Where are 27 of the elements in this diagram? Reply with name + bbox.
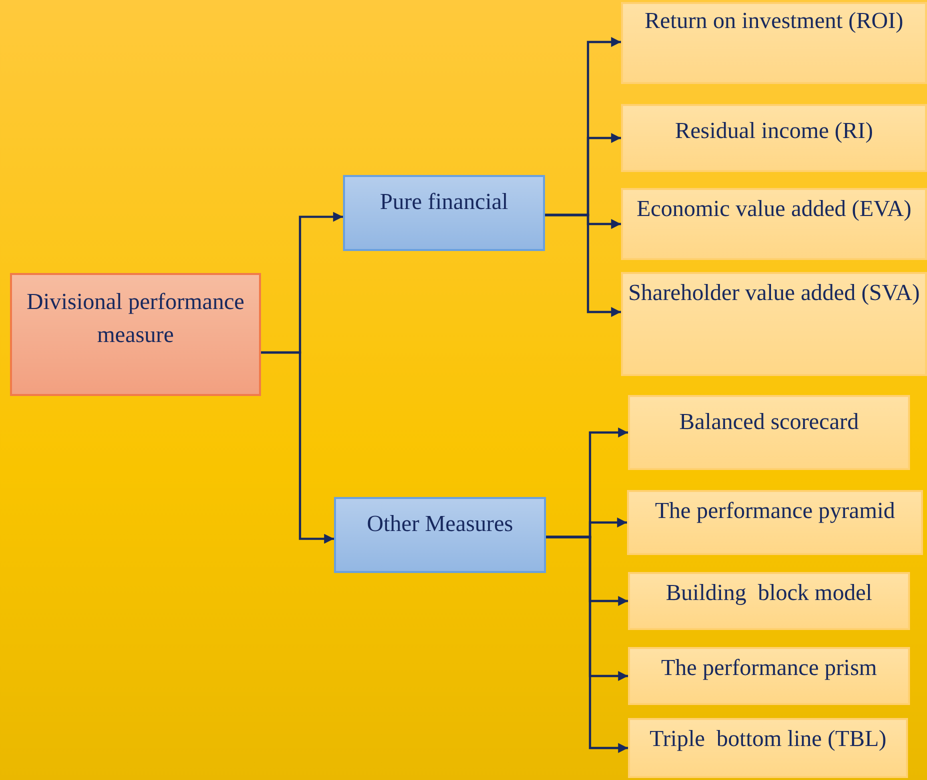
node-label: Balanced scorecard xyxy=(678,408,860,436)
node-label: Other Measures xyxy=(366,510,514,538)
node-label: Shareholder value added (SVA) xyxy=(627,279,921,307)
arrow xyxy=(261,351,334,544)
node-label: Economic value added (EVA) xyxy=(636,195,912,223)
measure-box xyxy=(628,572,910,630)
category-box xyxy=(334,497,546,573)
arrow xyxy=(546,536,628,753)
node-label: The performance prism xyxy=(660,654,878,682)
node-label: The performance pyramid xyxy=(654,497,896,525)
node-label: Return on investment (ROI) xyxy=(644,7,904,35)
measure-box xyxy=(621,188,927,260)
measure-box xyxy=(628,647,910,705)
node-label: Building block model xyxy=(664,579,874,607)
measure-box xyxy=(627,490,923,555)
measure-box xyxy=(621,2,927,84)
node-label: Triple bottom line (TBL) xyxy=(648,725,888,753)
measure-box xyxy=(628,395,910,470)
measure-box xyxy=(628,718,908,778)
category-box xyxy=(343,175,545,251)
node-label: Pure financial xyxy=(378,188,510,216)
measure-box xyxy=(621,104,927,172)
node-label: Residual income (RI) xyxy=(674,117,874,145)
root-box xyxy=(10,273,261,396)
measure-box xyxy=(621,272,927,376)
node-label: Divisional performance measure xyxy=(26,288,246,350)
arrow xyxy=(545,214,621,317)
